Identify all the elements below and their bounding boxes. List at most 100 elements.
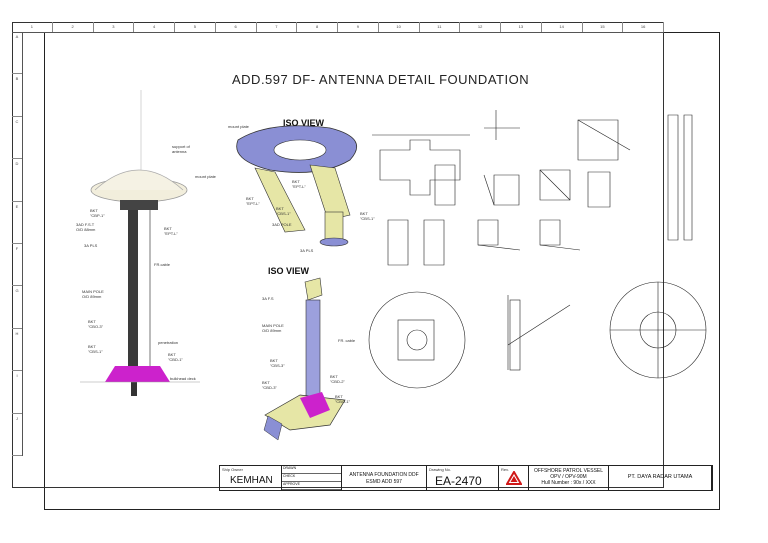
ruler-top-tick: 13	[501, 22, 542, 32]
drawing-number-cell: Drawing No. EA-2470	[427, 466, 499, 490]
revision-cell: Rev.	[499, 466, 529, 490]
description-cell: ANTENNA FOUNDATION DDF ESMD ADD 597	[342, 466, 427, 490]
svg-text:3AD F.S.T: 3AD F.S.T	[76, 222, 95, 227]
ruler-top-tick: 6	[216, 22, 257, 32]
ruler-left-tick: I	[12, 371, 22, 414]
svg-text:BKT: BKT	[276, 206, 284, 211]
svg-text:BKT: BKT	[88, 319, 96, 324]
svg-text:MAIN POLE: MAIN POLE	[262, 323, 284, 328]
ruler-top-tick: 1	[12, 22, 53, 32]
svg-text:BKT: BKT	[270, 358, 278, 363]
ruler-top-tick: 2	[53, 22, 94, 32]
ruler-top-tick: 11	[420, 22, 461, 32]
ruler-left-tick: D	[12, 159, 22, 202]
svg-text:BKT: BKT	[335, 394, 343, 399]
sign-row-check: CHECK	[282, 474, 341, 482]
svg-text:3A PLS: 3A PLS	[84, 243, 98, 248]
ruler-top-tick: 12	[460, 22, 501, 32]
svg-text:"CBO-1": "CBO-1"	[335, 399, 351, 404]
svg-text:"EPT-L": "EPT-L"	[292, 184, 307, 189]
ruler-left-tick: B	[12, 74, 22, 117]
svg-text:FR.cable: FR.cable	[154, 262, 171, 267]
svg-text:mount plate: mount plate	[228, 124, 250, 129]
ruler-left-tick: H	[12, 329, 22, 372]
ruler-top-tick: 5	[175, 22, 216, 32]
ruler-top-tick: 4	[134, 22, 175, 32]
iso-view-label-1: ISO VIEW	[283, 118, 325, 128]
owner-label: Ship Owner	[222, 467, 243, 472]
svg-text:FR. cable: FR. cable	[338, 338, 356, 343]
svg-text:BKT: BKT	[88, 344, 96, 349]
svg-text:BKT: BKT	[164, 226, 172, 231]
svg-text:"CBD-2": "CBD-2"	[330, 379, 345, 384]
project-line-3: Hull Number : 90x / XXX	[541, 480, 596, 486]
title-block: Ship Owner KEMHAN DRAWN CHECK APPROVE AN…	[219, 465, 713, 491]
drawing-number: EA-2470	[435, 474, 482, 488]
svg-text:BKT: BKT	[246, 196, 254, 201]
ruler-left-tick: E	[12, 202, 22, 245]
svg-text:penetration: penetration	[158, 340, 178, 345]
ruler-left-tick: A	[12, 32, 22, 75]
svg-text:O/D 88mm: O/D 88mm	[76, 227, 96, 232]
svg-text:"CBD-1": "CBD-1"	[168, 357, 183, 362]
iso-view-1-model	[236, 125, 357, 247]
svg-text:3A F.S: 3A F.S	[262, 296, 274, 301]
svg-text:support of: support of	[172, 144, 191, 149]
signature-cell: DRAWN CHECK APPROVE	[282, 466, 342, 490]
svg-text:"CBO-3": "CBO-3"	[88, 324, 104, 329]
ruler-top-tick: 15	[583, 22, 624, 32]
svg-text:BKT: BKT	[262, 380, 270, 385]
svg-text:BKT: BKT	[330, 374, 338, 379]
ruler-left-tick: G	[12, 286, 22, 329]
drawing-number-label: Drawing No.	[429, 467, 452, 472]
ruler-top-tick: 7	[257, 22, 298, 32]
ruler-left-tick: J	[12, 414, 22, 457]
svg-text:mount plate: mount plate	[195, 174, 217, 179]
project-line-1: OFFSHORE PATROL VESSEL	[533, 468, 604, 474]
svg-text:O/D 89mm: O/D 89mm	[82, 294, 102, 299]
svg-text:3A PLS: 3A PLS	[300, 248, 314, 253]
revision-label: Rev.	[501, 467, 509, 472]
svg-text:"CBS-1": "CBS-1"	[360, 216, 375, 221]
ruler-top-tick: 9	[338, 22, 379, 32]
svg-text:MAIN POLE: MAIN POLE	[82, 289, 104, 294]
iso-view-label-2: ISO VIEW	[268, 266, 310, 276]
svg-text:"EPT-L": "EPT-L"	[164, 231, 179, 236]
ruler-top-tick: 16	[623, 22, 664, 32]
svg-text:3AD POLE: 3AD POLE	[272, 222, 292, 227]
iso-view-2-model	[263, 277, 346, 441]
svg-text:bulkhead deck: bulkhead deck	[170, 376, 196, 381]
ruler-left-tick: F	[12, 244, 22, 287]
detail-drawings	[368, 110, 707, 389]
ruler-left-tick: C	[12, 117, 22, 160]
svg-text:"EPT-L": "EPT-L"	[246, 201, 261, 206]
drawing-title: ADD.597 DF- ANTENNA DETAIL FOUNDATION	[232, 72, 530, 87]
ruler-top-tick: 10	[379, 22, 420, 32]
svg-text:"CBP-1": "CBP-1"	[90, 213, 105, 218]
svg-text:BKT: BKT	[360, 211, 368, 216]
ruler-top-tick: 8	[297, 22, 338, 32]
project-line-2: OPV / OPV-90M	[550, 474, 587, 480]
drawing-frame	[12, 22, 664, 488]
svg-text:"CBS-3": "CBS-3"	[270, 363, 285, 368]
ruler-top-tick: 14	[542, 22, 583, 32]
owner-cell: Ship Owner KEMHAN	[220, 466, 282, 490]
sign-row-drawn: DRAWN	[282, 466, 341, 474]
svg-text:"CBS-1": "CBS-1"	[88, 349, 103, 354]
svg-text:BKT: BKT	[90, 208, 98, 213]
svg-text:"CBD-3": "CBD-3"	[262, 385, 277, 390]
company-logo-icon	[505, 471, 522, 485]
sign-row-approve: APPROVE	[282, 482, 341, 490]
svg-text:antenna: antenna	[172, 149, 187, 154]
ruler-top-tick: 3	[94, 22, 135, 32]
drawing-sheet	[44, 32, 720, 510]
svg-text:BKT: BKT	[168, 352, 176, 357]
antenna-elevation	[80, 90, 200, 396]
svg-text:"CBS-1": "CBS-1"	[276, 211, 291, 216]
svg-text:BKT: BKT	[292, 179, 300, 184]
owner-value: KEMHAN	[230, 475, 273, 486]
svg-text:O/D 89mm: O/D 89mm	[262, 328, 282, 333]
